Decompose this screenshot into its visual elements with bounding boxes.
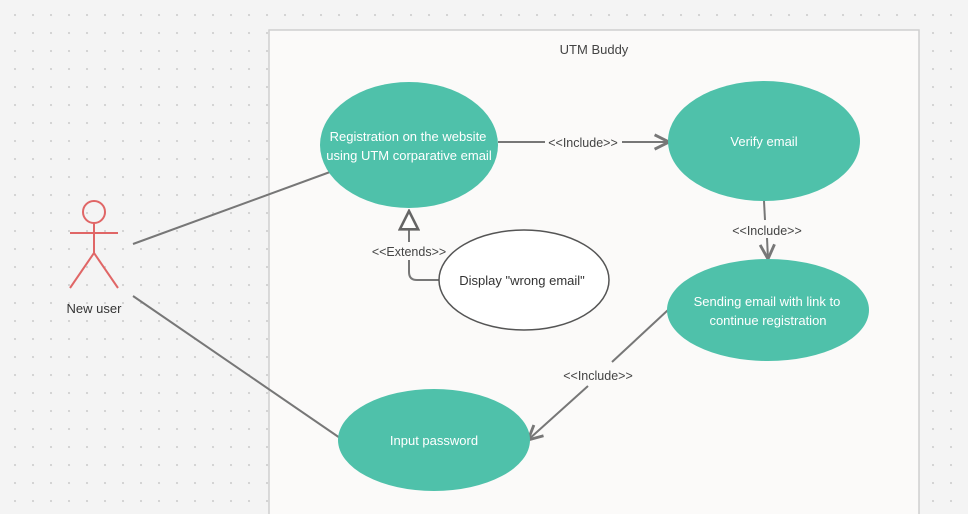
usecase-sending-email[interactable]: Sending email with link to continue regi… [667,259,869,361]
usecase-verify-email[interactable]: Verify email [668,81,860,201]
label-include-password: <<Include>> [563,369,633,383]
label-include-sending: <<Include>> [732,224,802,238]
extends-line-a [408,260,440,281]
usecase-password-shape [338,389,530,491]
usecase-registration[interactable]: Registration on the website using UTM co… [320,82,498,208]
association-actor-password [132,295,341,439]
usecase-wrong-email[interactable]: Display "wrong email" [438,229,610,331]
usecase-verify-label: Verify email [730,134,797,149]
label-extends: <<Extends>> [372,245,446,259]
actor-label: New user [67,301,123,316]
include-line-c [611,309,669,363]
usecase-registration-line1: Registration on the website [330,129,487,144]
usecase-verify-shape [668,81,860,201]
include-line-b [763,200,766,221]
actor-right-leg [93,252,119,289]
usecase-registration-shape [320,82,498,208]
usecase-wrong-email-shape [438,229,610,331]
actor-head [82,200,106,224]
usecase-input-password[interactable]: Input password [338,389,530,491]
system-title: UTM Buddy [560,42,629,57]
usecase-wrong-email-label: Display "wrong email" [459,273,585,288]
include-arrow-sending [767,237,768,259]
actor-new-user[interactable] [69,200,119,289]
association-actor-registration [132,171,331,245]
usecase-sending-line1: Sending email with link to [694,294,841,309]
label-include-verify: <<Include>> [548,136,618,150]
usecase-registration-line2: using UTM corparative email [326,148,492,163]
usecase-password-label: Input password [390,433,478,448]
include-arrow-password [528,385,589,440]
actor-left-leg [69,252,95,289]
usecase-sending-shape [667,259,869,361]
usecase-sending-line2: continue registration [709,313,826,328]
